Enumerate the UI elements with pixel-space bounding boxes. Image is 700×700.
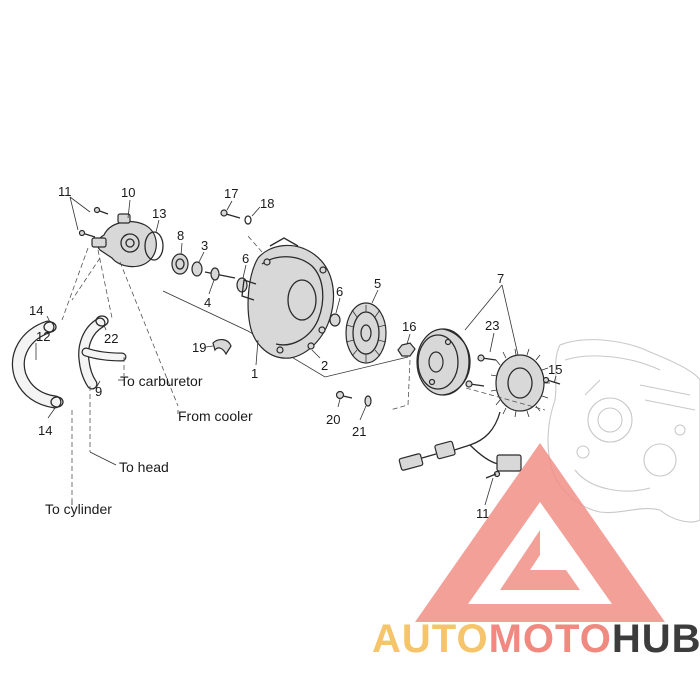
clip (212, 339, 232, 356)
callout-8: 8 (177, 228, 184, 243)
o-ring (329, 313, 341, 327)
callout-11: 11 (58, 184, 72, 199)
label-to-cylinder: To cylinder (45, 501, 112, 517)
callout-16: 16 (402, 319, 416, 334)
callout-9: 9 (95, 384, 102, 399)
cooling-fan (345, 302, 387, 364)
screw-2 (307, 342, 315, 350)
engine-crankcase-outline (547, 339, 700, 523)
callout-14: 14 (29, 303, 43, 318)
watermark-triangle-inner (500, 530, 580, 590)
stator (490, 348, 550, 418)
hose-clamp (95, 315, 109, 327)
automotohub-watermark: AUTOMOTOHUB (372, 443, 700, 661)
callout-19: 19 (192, 340, 206, 355)
callout-6: 6 (242, 251, 249, 266)
wiring-harness (398, 411, 522, 479)
label-to-head: To head (119, 459, 169, 475)
screw-15 (542, 376, 561, 385)
routing-lines (61, 235, 546, 500)
callout-22: 22 (104, 331, 118, 346)
label-from-cooler: From cooler (178, 408, 253, 424)
gasket (144, 231, 164, 261)
watermark-hub: HUB (612, 617, 700, 661)
callout-18: 18 (260, 196, 274, 211)
watermark-auto: AUTO (372, 617, 489, 661)
callout-20: 20 (326, 412, 340, 427)
hose-9 (78, 317, 127, 390)
callout-13: 13 (152, 206, 166, 221)
generator-cover (241, 237, 335, 359)
callout-23: 23 (485, 318, 499, 333)
callout-14: 14 (38, 423, 52, 438)
seal (191, 261, 203, 277)
callout-6: 6 (336, 284, 343, 299)
callout-1: 1 (251, 366, 258, 381)
nut (397, 342, 416, 357)
screw-20 (335, 390, 353, 400)
callout-17: 17 (224, 186, 238, 201)
watermark-text: AUTOMOTOHUB (372, 617, 700, 661)
screws-23 (465, 354, 497, 388)
hose-12 (11, 320, 62, 409)
callout-11: 11 (476, 506, 490, 521)
watermark-triangle-logo (415, 443, 665, 622)
callout-21: 21 (352, 424, 366, 439)
water-pump-body (78, 206, 157, 268)
destination-labels: To carburetor From cooler To head To cyl… (45, 373, 253, 517)
callout-7: 7 (497, 271, 504, 286)
hose-clamp (50, 396, 64, 408)
callout-2: 2 (321, 358, 328, 373)
callout-4: 4 (204, 295, 211, 310)
flywheel-rotor (416, 328, 471, 396)
washer (364, 395, 372, 407)
callout-numbers: 11 10 13 8 3 4 17 18 6 6 5 7 16 23 15 14… (29, 184, 562, 521)
screw-17-18 (220, 209, 252, 225)
leader-lines (35, 196, 557, 506)
callout-12: 12 (36, 329, 50, 344)
pump-shaft (204, 267, 236, 281)
callout-3: 3 (201, 238, 208, 253)
watermark-moto: MOTO (489, 617, 612, 661)
label-to-carburetor: To carburetor (120, 373, 203, 389)
impeller (171, 253, 189, 275)
callout-10: 10 (121, 185, 135, 200)
callout-15: 15 (548, 362, 562, 377)
callout-5: 5 (374, 276, 381, 291)
